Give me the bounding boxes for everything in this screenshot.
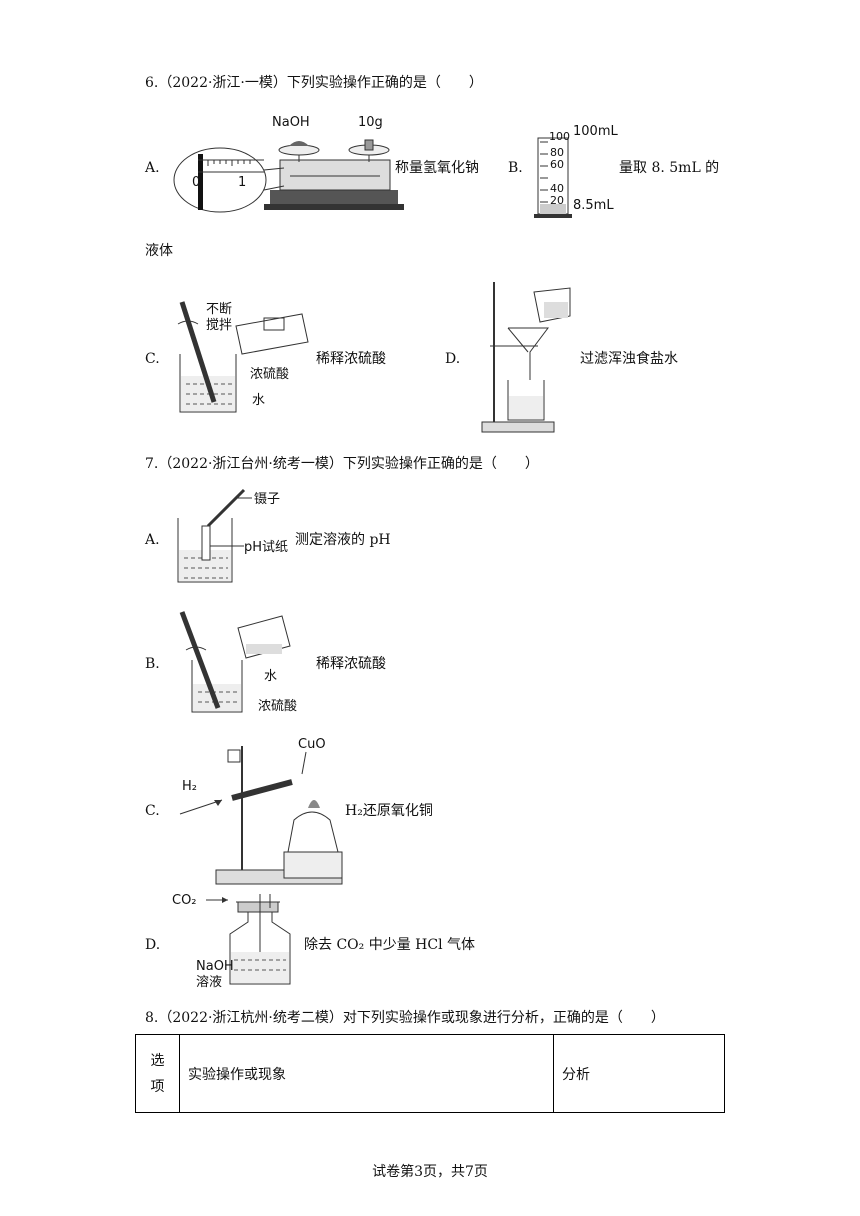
option-7d-letter: D. xyxy=(145,937,161,953)
label-100ml: 100mL xyxy=(573,124,618,139)
label-stir-1: 不断 xyxy=(206,302,232,317)
tick-100: 100 xyxy=(549,130,570,143)
option-6d-caption: 过滤浑浊食盐水 xyxy=(580,351,678,367)
header-operation: 实验操作或现象 xyxy=(179,1034,554,1113)
option-6a-letter: A. xyxy=(145,160,160,176)
option-6d-letter: D. xyxy=(445,351,461,367)
label-water: 水 xyxy=(252,393,265,408)
header-option-line1: 选 xyxy=(150,1052,165,1069)
option-6a-caption: 称量氢氧化钠 xyxy=(395,160,479,176)
option-7c-letter: C. xyxy=(145,803,160,819)
balance-diagram: NaOH 10g 0 1 xyxy=(173,115,404,213)
label-8-5ml: 8.5mL xyxy=(573,198,614,213)
option-7c-caption: H₂还原氧化铜 xyxy=(345,803,433,819)
header-option: 选 项 xyxy=(135,1034,180,1113)
tick-80: 80 xyxy=(550,146,564,159)
label-naoh: NaOH xyxy=(272,115,310,130)
label-stir-2: 搅拌 xyxy=(206,317,232,333)
option-7b-caption: 稀释浓硫酸 xyxy=(316,656,386,672)
option-6b-caption: 量取 8. 5mL 的 xyxy=(619,160,720,176)
question-7-stem: 7.（2022·浙江台州·统考一模）下列实验操作正确的是（ ） xyxy=(145,456,539,472)
label-cuo: CuO xyxy=(298,737,326,752)
table-header-row: 选 项 实验操作或现象 分析 xyxy=(135,1034,725,1113)
option-7d-caption: 除去 CO₂ 中少量 HCl 气体 xyxy=(304,937,476,953)
option-7a-caption: 测定溶液的 pH xyxy=(295,532,391,548)
gas-wash-bottle-diagram: CO₂ NaOH 溶液 xyxy=(172,893,291,990)
option-7b-letter: B. xyxy=(145,656,160,672)
label-water-7b: 水 xyxy=(264,669,277,684)
page-footer: 试卷第3页，共7页 xyxy=(372,1164,488,1180)
question-6-stem: 6.（2022·浙江·一模）下列实验操作正确的是（ ） xyxy=(145,75,483,91)
label-conc-acid-7b: 浓硫酸 xyxy=(258,699,297,714)
label-tweezers: 镊子 xyxy=(254,492,280,507)
option-6b-letter: B. xyxy=(508,160,523,176)
header-analysis: 分析 xyxy=(553,1034,725,1113)
option-6c-caption: 稀释浓硫酸 xyxy=(316,351,386,367)
label-co2: CO₂ xyxy=(172,893,197,908)
label-zero: 0 xyxy=(192,175,200,190)
label-solution-7d: 溶液 xyxy=(196,975,222,990)
tick-60: 60 xyxy=(550,158,564,171)
analysis-table: 选 项 实验操作或现象 分析 xyxy=(135,1034,725,1113)
label-h2: H₂ xyxy=(182,779,197,794)
option-6c-letter: C. xyxy=(145,351,160,367)
tick-20: 20 xyxy=(550,194,564,207)
graduated-cylinder-diagram: 100 80 60 40 20 100mL 8.5mL xyxy=(534,124,618,218)
ph-test-diagram: 镊子 pH试纸 xyxy=(177,488,288,583)
dilution-diagram-7b: 水 浓硫酸 xyxy=(179,611,297,714)
h2-reduction-diagram: CuO H₂ xyxy=(179,737,343,885)
option-7a-letter: A. xyxy=(145,532,160,548)
question-8-stem: 8.（2022·浙江杭州·统考二模）对下列实验操作或现象进行分析，正确的是（ ） xyxy=(145,1010,665,1026)
tick-40: 40 xyxy=(550,182,564,195)
label-ph-paper: pH试纸 xyxy=(244,540,288,555)
label-one: 1 xyxy=(238,175,246,190)
filtration-diagram xyxy=(481,282,571,433)
header-option-line2: 项 xyxy=(150,1078,165,1095)
label-naoh-7d: NaOH xyxy=(196,959,234,974)
option-6b-caption-cont: 液体 xyxy=(145,243,173,259)
label-10g: 10g xyxy=(358,115,383,130)
dilution-diagram-6c: 不断 搅拌 浓硫酸 水 xyxy=(177,301,309,413)
label-conc-acid: 浓硫酸 xyxy=(250,367,289,382)
